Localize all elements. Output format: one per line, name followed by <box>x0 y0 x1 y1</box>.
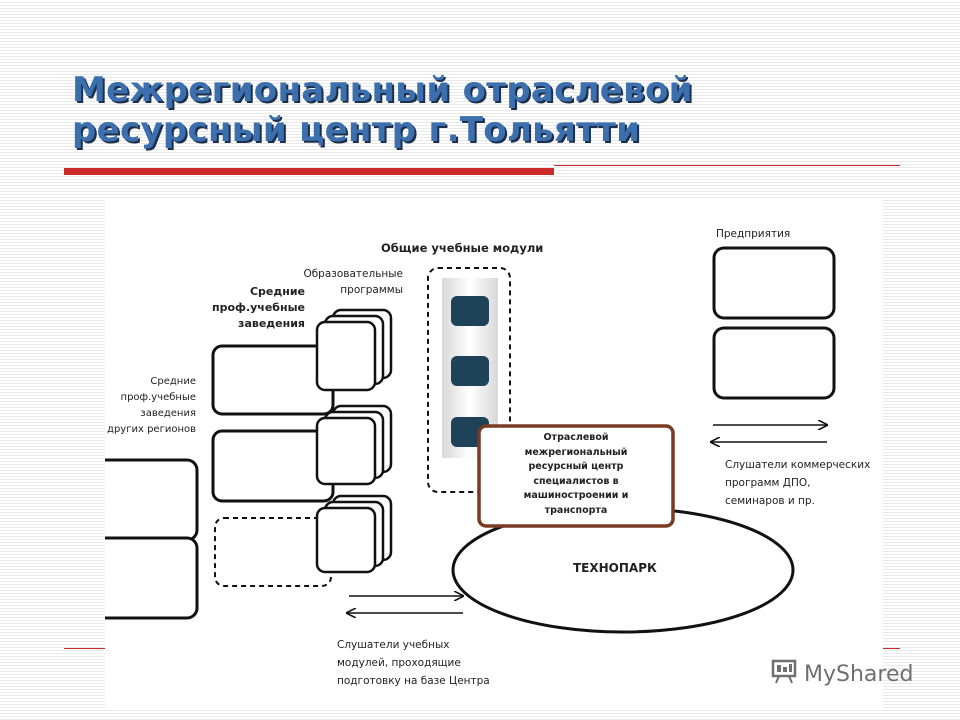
program-stack-1 <box>315 308 393 392</box>
resource-center-box <box>477 424 675 528</box>
slide-title-line-2: ресурсный центр г.Тольятти <box>72 110 641 150</box>
diagram-panel: Общие учебные модули Образовательные про… <box>105 198 883 708</box>
watermark-text: MyShared <box>804 661 914 687</box>
diagram-graphics <box>105 246 836 634</box>
watermark: MyShared <box>770 658 913 690</box>
spo-box-2 <box>211 429 335 503</box>
presentation-board-icon <box>770 658 798 690</box>
region-box-1 <box>105 458 199 542</box>
spo-other-regions-label: Средние проф.учебные заведения других ре… <box>107 376 196 435</box>
spo-box-1 <box>211 344 335 416</box>
program-stack-3 <box>315 494 393 574</box>
common-modules-label: Общие учебные модули <box>381 241 544 255</box>
module-1 <box>451 296 489 326</box>
enterprises-label: Предприятия <box>716 228 791 240</box>
commercial-listeners-label: Слушатели коммерческих программ ДПО, сем… <box>725 459 871 507</box>
spo-box-3 <box>214 517 332 587</box>
slide-title-line-1: Межрегиональный отраслевой <box>72 70 693 110</box>
slide-title: Межрегиональный отраслевой ресурсный цен… <box>72 70 892 150</box>
common-modules-frame <box>427 267 511 493</box>
module-2 <box>451 356 489 386</box>
enterprise-box-1 <box>712 246 836 320</box>
module-listeners-label: Слушатели учебных модулей, проходящие по… <box>337 639 490 687</box>
enterprise-box-2 <box>712 326 836 400</box>
technopark-label: ТЕХНОПАРК <box>573 561 657 575</box>
spo-label: Средние проф.учебные заведения <box>212 285 305 330</box>
resource-center-label: Отраслевой межрегиональный ресурсный цен… <box>523 432 629 516</box>
title-underline-thick <box>64 168 554 175</box>
title-underline-thin <box>554 165 900 166</box>
region-box-2 <box>105 536 199 620</box>
edu-programs-label: Образовательные программы <box>303 268 403 296</box>
program-stack-2 <box>315 404 393 486</box>
